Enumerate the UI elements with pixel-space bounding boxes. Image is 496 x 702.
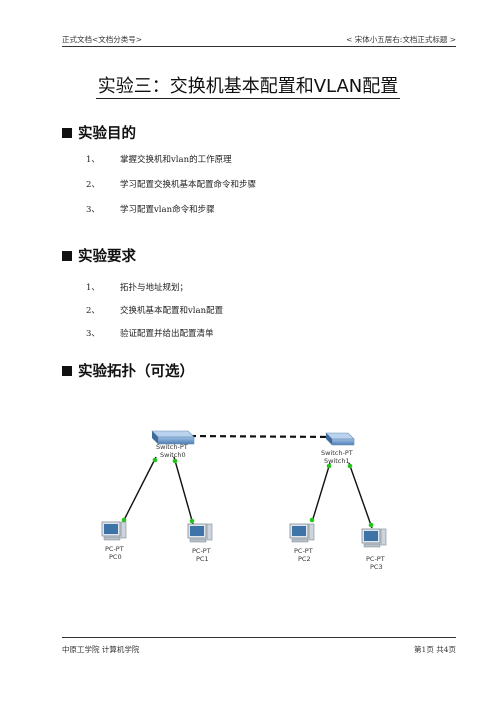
crossover-link	[189, 434, 337, 439]
section-heading-topology: 实验拓扑（可选）	[62, 360, 194, 381]
header-rule	[62, 46, 456, 47]
requirement-item-1: 1、拓扑与地址规划；	[86, 283, 189, 293]
pc3-type-label: PC-PT	[366, 555, 385, 563]
footer-page-number: 第1页 共4页	[414, 645, 456, 654]
section-heading-objectives: 实验目的	[62, 122, 136, 143]
requirement-item-2: 2、交换机基本配置和vlan配置	[86, 306, 224, 316]
link-switch1-pc3	[348, 462, 373, 529]
network-topology-diagram: Switch-PT Switch0 Switch-PT Switch1 PC-P…	[101, 430, 387, 571]
pc2-icon	[289, 523, 315, 543]
pc2-name-label: PC2	[298, 555, 311, 563]
switch0-type-label: Switch-PT	[156, 443, 188, 451]
switch1-name-label: Switch1	[324, 457, 350, 465]
pc1-icon	[187, 523, 213, 543]
link-switch1-pc2	[311, 462, 331, 523]
footer-left: 中原工学院 计算机学院	[62, 645, 140, 654]
document-title: 实验三：交换机基本配置和VLAN配置	[0, 72, 496, 99]
switch1-type-label: Switch-PT	[321, 449, 353, 457]
pc2-type-label: PC-PT	[294, 547, 313, 555]
pc0-name-label: PC0	[109, 553, 122, 561]
header-left: 正式文档<文档分类号>	[62, 35, 143, 44]
objective-item-3: 3、学习配置vlan命令和步骤	[86, 205, 215, 215]
switch0-name-label: Switch0	[160, 451, 186, 459]
header-right: < 宋体小五居右:文档正式标题 >	[346, 35, 456, 44]
link-switch0-pc1	[173, 456, 194, 525]
title-text: 实验三：交换机基本配置和VLAN配置	[95, 76, 401, 99]
pc3-icon	[361, 528, 387, 548]
pc1-type-label: PC-PT	[192, 547, 211, 555]
footer-rule	[62, 637, 456, 638]
pc0-type-label: PC-PT	[105, 545, 124, 553]
requirement-item-3: 3、验证配置并给出配置清单	[86, 329, 214, 339]
pc1-name-label: PC1	[196, 555, 209, 563]
switch1-icon	[325, 432, 355, 446]
objective-item-2: 2、学习配置交换机基本配置命令和步骤	[86, 180, 257, 190]
port-status-dots	[121, 433, 374, 528]
square-bullet-icon	[62, 251, 72, 261]
objective-item-1: 1、掌握交换机和vlan的工作原理	[86, 155, 232, 165]
section-heading-requirements: 实验要求	[62, 245, 136, 266]
square-bullet-icon	[62, 128, 72, 138]
pc0-icon	[101, 521, 127, 541]
link-switch0-pc0	[122, 456, 157, 523]
square-bullet-icon	[62, 366, 72, 376]
switch0-icon	[151, 430, 195, 445]
pc3-name-label: PC3	[370, 563, 383, 571]
